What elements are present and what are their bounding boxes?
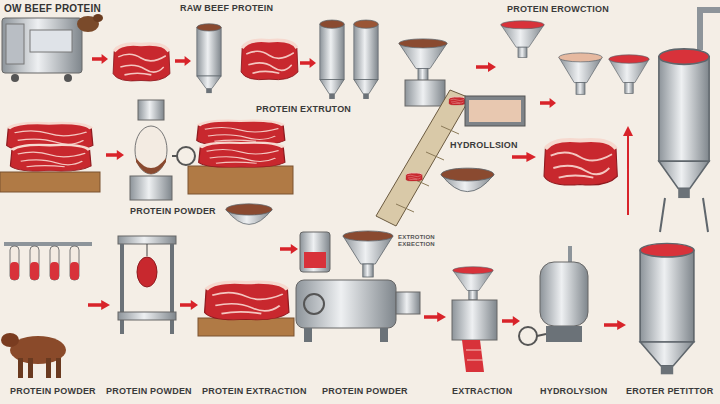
silos — [197, 10, 720, 374]
hydrolysis-tank — [519, 246, 588, 345]
process-label: RAW BEEF PROTEIN — [178, 3, 275, 14]
process-label: EXTRACTION — [450, 386, 515, 397]
hopper-conveyor — [376, 39, 474, 226]
flow-arrows — [88, 54, 626, 330]
process-label: EROTER PETITTOR — [624, 386, 715, 397]
process-label: PROTEIN POWDER — [320, 386, 410, 397]
process-label: PROTEIN POWDEN — [104, 386, 194, 397]
process-label: PROTEIN EXTRUTON — [254, 104, 353, 115]
extraction-device — [130, 100, 195, 200]
cow — [1, 333, 66, 378]
process-label: HYDROLYSION — [538, 386, 609, 397]
process-label: PROTEIN EROWCTION — [505, 4, 611, 15]
slaughter-machine — [2, 14, 103, 82]
process-label: PROTEIN POWDER — [128, 206, 218, 217]
extruder — [452, 267, 497, 372]
hanging-frame — [118, 236, 176, 334]
process-label: PROTEIN POWDER — [8, 386, 98, 397]
process-label: PROTEIN EXTRACTION — [200, 386, 309, 397]
powder-tray-bowl — [226, 96, 525, 224]
process-label: HYDROLLSION — [448, 140, 520, 151]
red-indicator — [623, 126, 633, 215]
test-tubes — [4, 244, 92, 280]
process-label: EXTROTION EXBECTION — [396, 234, 446, 248]
powder-funnels — [501, 21, 649, 95]
raw-beef — [0, 40, 617, 336]
diagram-title: OW BEEF PROTEIN — [2, 3, 103, 14]
